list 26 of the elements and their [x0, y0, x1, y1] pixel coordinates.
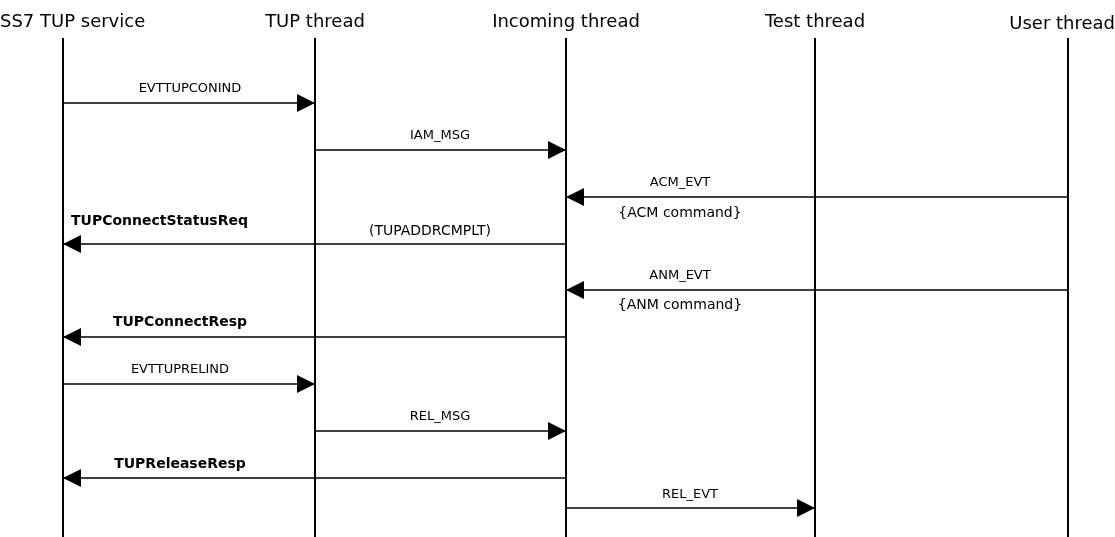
message-arrow	[62, 328, 567, 346]
message-note: {ANM command}	[616, 296, 744, 312]
message-arrow	[565, 499, 816, 517]
lifeline-header: SS7 TUP service	[0, 10, 146, 32]
message-label: TUPReleaseResp	[113, 455, 247, 471]
message-arrow	[314, 422, 567, 440]
lifeline-header: Incoming thread	[492, 10, 640, 32]
message-label: TUPConnectStatusReq	[70, 212, 249, 228]
message-arrow	[314, 141, 567, 159]
message-label: IAM_MSG	[409, 127, 471, 143]
message-arrow	[565, 281, 1069, 299]
message-arrow	[62, 375, 316, 393]
lifeline-header: TUP thread	[265, 10, 365, 32]
lifeline-header: Test thread	[764, 10, 866, 32]
message-arrow	[565, 188, 1069, 206]
message-label: TUPConnectResp	[111, 313, 249, 329]
message-label: ANM_EVT	[648, 267, 712, 283]
message-note: (TUPADDRCMPLT)	[367, 222, 493, 238]
message-label: REL_MSG	[408, 408, 472, 424]
message-arrow	[62, 235, 567, 253]
message-arrow	[62, 94, 316, 112]
message-label: REL_EVT	[661, 486, 719, 502]
message-note: {ACM command}	[617, 204, 743, 220]
message-arrow	[62, 469, 567, 487]
lifeline-header: User thread	[1009, 12, 1115, 34]
message-label: ACM_EVT	[648, 174, 712, 190]
